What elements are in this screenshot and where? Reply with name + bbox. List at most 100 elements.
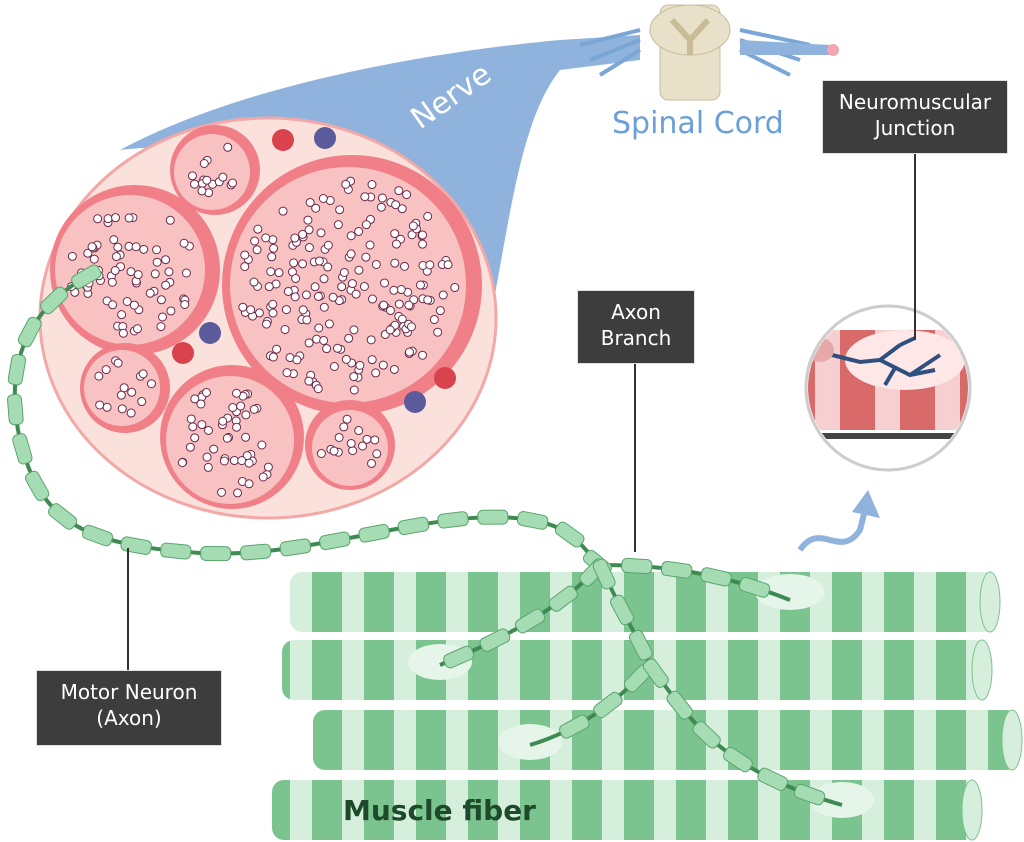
axon-dot <box>371 368 381 378</box>
myelin-segment <box>757 767 789 791</box>
myelin-segment <box>477 509 509 525</box>
axon-dot <box>349 385 359 395</box>
myelin-segment <box>660 560 693 579</box>
axon-dot <box>334 432 344 442</box>
myelin-segment <box>397 516 430 536</box>
axon-dot <box>253 224 263 234</box>
axon-dot <box>268 308 278 318</box>
axon-dot <box>390 229 400 239</box>
axon-dot <box>322 344 332 354</box>
myelin-segment <box>279 538 312 557</box>
myelin-segment <box>722 746 753 773</box>
axon-dot <box>145 288 155 298</box>
axon-dot <box>314 323 324 333</box>
axon-dot <box>305 197 315 207</box>
axon-dot <box>290 292 300 302</box>
axon-dot <box>188 422 198 432</box>
myelin-segment <box>554 521 585 548</box>
axon-dot <box>237 456 247 466</box>
axon-dot <box>404 347 414 357</box>
axon-dot <box>379 300 389 310</box>
muscle-fiber-3 <box>313 709 1023 771</box>
axon-dot <box>319 274 329 284</box>
myelin-segment <box>120 536 152 555</box>
myelin-segment <box>559 714 590 739</box>
myelin-segment <box>548 585 578 612</box>
myelin-segment <box>610 594 634 626</box>
axon-dot <box>129 300 139 310</box>
myelin-segment <box>738 576 771 598</box>
axon-dot <box>94 371 104 381</box>
axon-dot <box>261 233 271 243</box>
axon-dot <box>438 290 448 300</box>
muscle-fiber-1 <box>290 571 1001 633</box>
axon-dot <box>197 420 207 430</box>
spinal-cord <box>579 4 839 101</box>
axon-dot <box>354 426 364 436</box>
axon-dot <box>339 267 349 277</box>
axon-dot <box>202 452 212 462</box>
myelin-segment <box>514 608 546 634</box>
axon-dot <box>156 322 166 332</box>
axon-dot <box>267 252 277 262</box>
axon-dot <box>119 383 129 393</box>
axon-dot <box>346 438 356 448</box>
axon-dot <box>380 278 390 288</box>
myelin-segment <box>319 531 351 551</box>
axon-dot <box>238 302 248 312</box>
axon-dot <box>290 233 300 243</box>
axon-dot <box>152 245 162 255</box>
axon-dot <box>355 360 365 370</box>
axon-dot <box>217 487 227 497</box>
myelin-segment <box>794 783 826 806</box>
axon-dot <box>360 192 370 202</box>
axon-dot <box>89 254 99 264</box>
neuromuscular-junction-label: Neuromuscular Junction <box>822 80 1008 154</box>
axon-dot <box>202 175 212 185</box>
axon-dot <box>333 220 343 230</box>
axon-dot <box>423 211 433 221</box>
axon-dot <box>109 235 119 245</box>
myelin-segment <box>81 524 114 547</box>
axon-dot <box>344 333 354 343</box>
myelin-segment <box>437 511 469 529</box>
axon-dot <box>67 251 77 261</box>
axon-dot <box>236 401 246 411</box>
myelin-segment <box>358 523 390 543</box>
axon-dot <box>124 213 134 223</box>
axon-dot <box>107 277 117 287</box>
axon-dot <box>324 319 334 329</box>
axon-dot <box>418 230 428 240</box>
axon-dot <box>161 255 171 265</box>
axon-dot <box>126 267 136 277</box>
axon-dot <box>390 258 400 268</box>
axon-dot <box>108 300 118 310</box>
axon-dot <box>187 171 197 181</box>
myelin-segment <box>666 690 694 720</box>
myelin-segment <box>17 316 42 348</box>
axon-dot <box>292 355 302 365</box>
myelin-segment <box>71 264 102 289</box>
axon-dot <box>131 242 141 252</box>
axon-dot <box>298 259 308 269</box>
myelin-sheath-segments <box>7 264 826 806</box>
axon-dot <box>366 335 376 345</box>
axon-dot <box>161 280 171 290</box>
axon-dot <box>376 202 386 212</box>
axon-dot <box>389 285 399 295</box>
axon-dot <box>228 403 238 413</box>
axon-branch-label: Axon Branch <box>577 290 695 364</box>
neuromuscular-junction-inset <box>804 304 972 472</box>
nerve-cross-section <box>38 116 498 520</box>
axon-dot <box>113 358 123 368</box>
axon-dot <box>341 354 351 364</box>
axon-dot <box>185 442 195 452</box>
axon-dot <box>351 289 361 299</box>
axon-dot <box>223 142 233 152</box>
axon-dot <box>156 295 166 305</box>
axon-dot <box>219 456 229 466</box>
axon-dot <box>407 230 417 240</box>
axon-dot <box>95 400 105 410</box>
myelin-segment <box>24 470 50 502</box>
axon-dot <box>318 194 328 204</box>
